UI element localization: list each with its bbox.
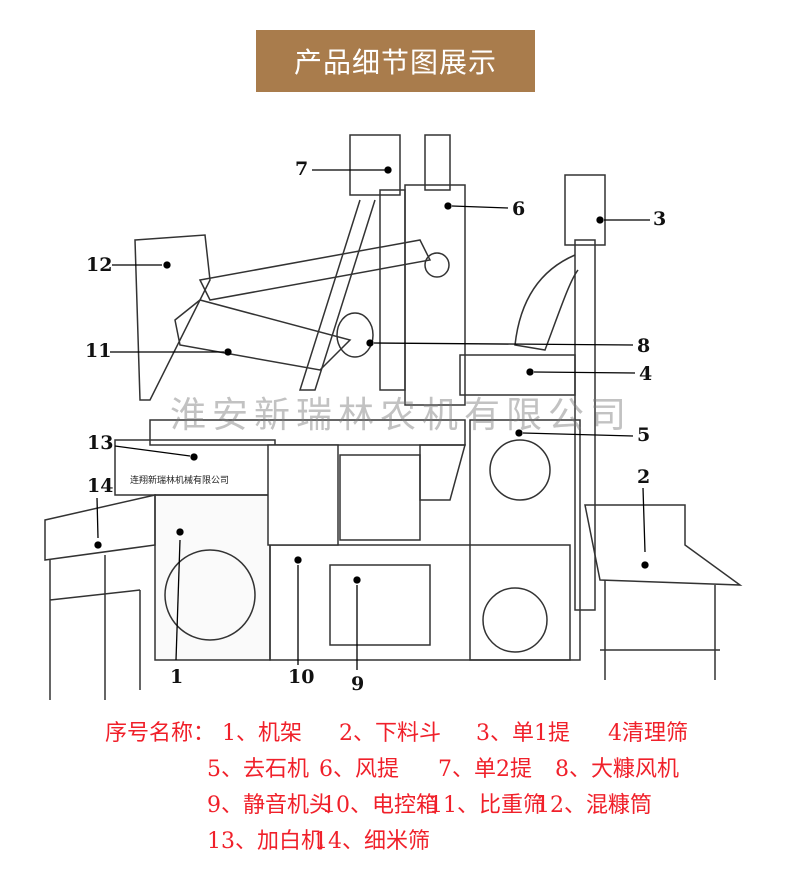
legend-item: 6、风提 [319,757,399,782]
legend-item: 3、单1提 [476,721,571,746]
legend-item: 12、混糠筒 [536,793,652,818]
legend-item: 1、机架 [222,721,303,746]
motor-cover [482,587,548,653]
gravity-sieve [174,299,352,371]
label-14: 14 [87,475,114,497]
label-4: 4 [639,363,653,385]
frame-body [154,494,271,661]
legend-item: 2、下料斗 [339,721,442,746]
legend-item: 10、电控箱 [322,793,438,818]
callout-arrows [94,166,650,670]
label-1: 1 [170,666,184,688]
frame-window [164,549,256,641]
milling-head [339,454,421,541]
legend-item: 4清理筛 [608,721,689,746]
cleaning-sieve [459,354,576,396]
label-9: 9 [351,673,365,695]
mixing-bran-cylinder [134,234,211,401]
label-2: 2 [637,466,651,488]
nameplate-text: 连翔新瑞林机械有限公司 [130,476,230,486]
motor-unit [329,564,431,646]
title-banner: 产品细节图展示 [256,30,535,92]
elevator-1-head [564,174,606,246]
parts-legend: 序号名称： 1、机架 2、下料斗 3、单1提 4清理筛 5、去石机 6、风提 7… [105,716,688,860]
legend-item: 13、加白机 [207,829,323,854]
destoner-frame [469,419,581,661]
wind-lift [404,184,466,406]
control-box [267,444,339,546]
legend-item: 9、静音机头 [207,793,331,818]
legend-item: 8、大糠风机 [555,757,679,782]
label-11: 11 [85,340,112,362]
label-3: 3 [653,208,667,230]
legend-item: 11、比重筛 [429,793,545,818]
fine-rice-sieve [44,494,156,561]
wind-motor [424,134,451,191]
label-5: 5 [637,424,651,446]
label-13: 13 [87,432,114,454]
legend-item: 14、细米筛 [314,829,430,854]
destoner [489,439,551,501]
label-6: 6 [512,198,526,220]
whitener [114,439,276,496]
hopper [584,504,743,586]
machine-line-drawing [44,134,743,700]
bran-fan [336,312,374,358]
lower-frame [269,544,571,661]
hose [514,254,579,351]
legend-heading: 序号名称： [105,721,216,746]
label-8: 8 [637,335,651,357]
label-10: 10 [288,666,315,688]
company-watermark: 淮安新瑞林农机有限公司 [170,395,633,436]
legend-item: 5、去石机 [207,757,309,782]
label-7: 7 [295,158,309,180]
label-12: 12 [86,254,113,276]
legend-item: 7、单2提 [438,757,532,782]
elevator-2-head [349,134,401,196]
